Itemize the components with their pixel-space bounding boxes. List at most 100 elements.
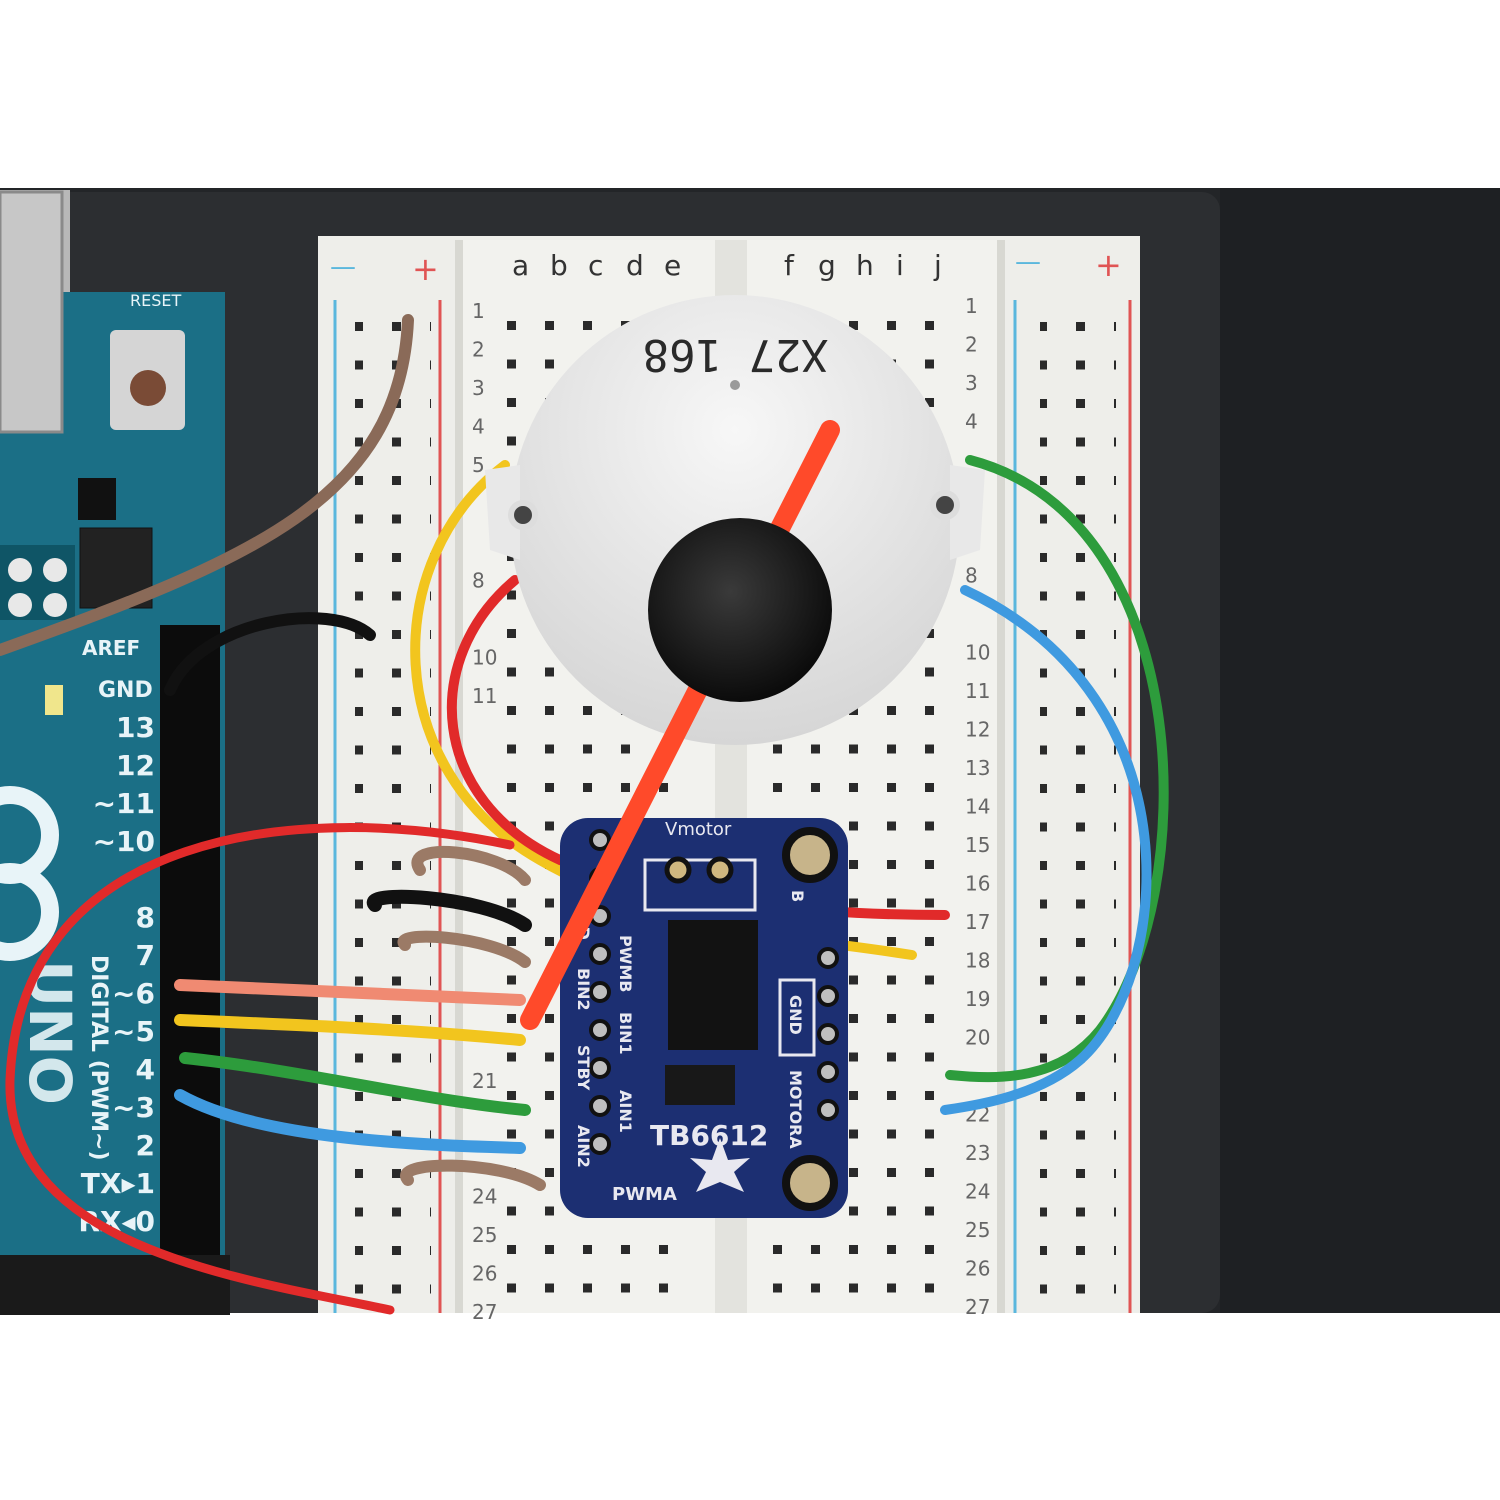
column-label-a: a [512, 249, 529, 282]
arduino-pin-label: 4 [136, 1053, 155, 1086]
row-label-left-5: 5 [472, 453, 485, 477]
row-label-left-25: 25 [472, 1223, 497, 1247]
driver-pin-pad [589, 943, 611, 965]
vmotor-pad-1 [664, 856, 692, 884]
column-label-c: c [588, 249, 603, 282]
column-label-d: d [626, 249, 644, 282]
driver-chip [668, 920, 758, 1050]
driver-name: TB6612 [650, 1119, 768, 1152]
column-label-g: g [818, 249, 836, 282]
arduino-pin-label: ~3 [112, 1091, 155, 1124]
arduino-logo-ring-2 [0, 863, 59, 961]
driver-right-pin-column [817, 947, 839, 1121]
driver-pin-pad [589, 1133, 611, 1155]
right-rail-holes [1040, 310, 1116, 1310]
arduino-pin-label: ~11 [93, 787, 155, 820]
column-label-h: h [856, 249, 874, 282]
driver-pin-pad [589, 1095, 611, 1117]
arduino-pin-label: TX▸1 [81, 1167, 155, 1200]
bin2-label: BIN2 [574, 968, 593, 1011]
right-shadow [1220, 188, 1500, 1313]
blue-wire-pin4 [174, 1089, 526, 1154]
driver-pin-pad [589, 981, 611, 1003]
tb6612-driver-board: Vmotor TB6612 PWMA GND BIN2 STBY AIN2 PW… [560, 818, 848, 1218]
row-label-right-15: 15 [965, 833, 990, 857]
row-label-left-4: 4 [472, 415, 485, 439]
row-label-left-21: 21 [472, 1069, 497, 1093]
row-label-left-11: 11 [472, 684, 497, 708]
column-label-i: i [896, 249, 904, 282]
motorb-label: B [788, 890, 807, 902]
row-label-left-24: 24 [472, 1185, 497, 1209]
driver-pin-pad [589, 1019, 611, 1041]
wires [0, 314, 1169, 1315]
row-label-right-16: 16 [965, 872, 990, 896]
salmon-wire-pin7 [174, 979, 526, 1006]
row-label-right-11: 11 [965, 679, 990, 703]
row-label-right-12: 12 [965, 718, 990, 742]
column-label-b: b [550, 249, 568, 282]
row-label-right-17: 17 [965, 910, 990, 934]
blue-wire-motor [940, 585, 1152, 1115]
column-label-e: e [664, 249, 681, 282]
column-label-j: j [933, 249, 942, 282]
green-wire-pin5 [179, 1052, 531, 1116]
row-label-right-20: 20 [965, 1026, 990, 1050]
black-jumper [366, 889, 532, 932]
black-wire-gnd [164, 612, 376, 696]
row-label-right-18: 18 [965, 949, 990, 973]
reset-label: RESET [130, 291, 181, 310]
row-label-right-23: 23 [965, 1141, 990, 1165]
rail-minus-right: — [1015, 247, 1041, 277]
row-label-right-13: 13 [965, 756, 990, 780]
yellow-wire-pin6 [174, 1014, 526, 1046]
arduino-pin-label: 12 [116, 749, 155, 782]
green-wire-motor [945, 455, 1169, 1083]
reset-button-cap [130, 370, 166, 406]
ain1-label: AIN1 [616, 1090, 635, 1133]
rail-plus-left: + [412, 250, 439, 288]
row-label-right-8: 8 [965, 564, 978, 588]
row-label-right-14: 14 [965, 795, 990, 819]
pwmb-label: PWMB [616, 935, 635, 993]
mount-hole-bottom [782, 1155, 838, 1211]
adafruit-flower-icon [690, 1138, 750, 1192]
gnd-side-label: GND [786, 995, 805, 1035]
brown-wire-power [0, 314, 414, 656]
row-label-right-19: 19 [965, 987, 990, 1011]
breadboard-row-labels: 1234581011212425262712348101112131415161… [472, 294, 990, 1324]
uno-label: UNO [16, 960, 84, 1105]
arduino-pin-label: 8 [136, 901, 155, 934]
row-label-left-8: 8 [472, 569, 485, 593]
row-label-left-10: 10 [472, 646, 497, 670]
row-label-left-27: 27 [472, 1300, 497, 1324]
row-label-right-25: 25 [965, 1218, 990, 1242]
gnd-label: GND [98, 678, 153, 703]
driver-pin-pad [589, 1057, 611, 1079]
driver-pin-pad [817, 1023, 839, 1045]
row-label-right-27: 27 [965, 1295, 990, 1319]
row-label-right-24: 24 [965, 1180, 990, 1204]
arduino-pin-label: ~10 [93, 825, 155, 858]
row-label-right-4: 4 [965, 410, 978, 434]
left-rail-holes [355, 310, 431, 1310]
driver-pin-pad [817, 985, 839, 1007]
x27-stepper-motor: X27 168 [485, 295, 985, 1030]
row-label-right-3: 3 [965, 371, 978, 395]
brown-jumper-3 [400, 1159, 546, 1191]
digital-header [160, 625, 220, 1255]
motor-label: X27 168 [643, 329, 828, 380]
pwma-label: PWMA [612, 1184, 677, 1205]
driver-pin-pad [817, 1099, 839, 1121]
aref-label: AREF [82, 636, 140, 660]
brown-jumper-2 [397, 930, 531, 968]
row-label-right-10: 10 [965, 641, 990, 665]
driver-pin-pad [817, 1061, 839, 1083]
motor-mount-hole-left [508, 500, 538, 530]
motora-label: MOTORA [786, 1070, 805, 1149]
vmotor-label: Vmotor [665, 819, 732, 840]
brown-jumper-1 [411, 845, 531, 886]
